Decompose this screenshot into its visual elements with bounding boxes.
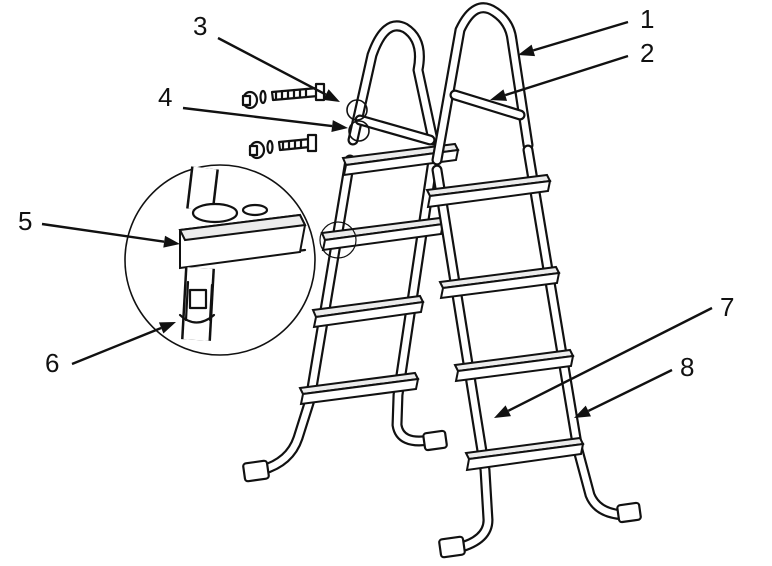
outside-step (298, 371, 420, 406)
callout-arrow-8 (574, 368, 673, 418)
callout-arrows (41, 20, 713, 418)
inside-top-crossbar (449, 89, 526, 121)
callout-2: 2 (640, 38, 654, 68)
inside-foot-cap-left (438, 535, 466, 559)
inside-step (453, 348, 575, 383)
callout-labels: 1 2 3 4 5 6 7 8 (18, 4, 734, 382)
outside-ladder (242, 20, 460, 483)
outside-ladder-left-rail (256, 20, 439, 476)
detail-magnifier (124, 164, 316, 356)
callout-5: 5 (18, 206, 32, 236)
callout-arrow-5 (41, 222, 180, 248)
outside-top-crossbar (354, 114, 436, 146)
outside-foot-cap-left (242, 459, 270, 483)
inside-step (425, 173, 552, 209)
bolt-hole-circle-lower (348, 120, 370, 142)
callout-arrow-3 (217, 36, 340, 102)
callout-3: 3 (193, 11, 207, 41)
callout-arrow-4 (182, 106, 348, 133)
callout-1: 1 (640, 4, 654, 34)
inside-ladder (425, 2, 642, 559)
outside-foot-cap-right (422, 429, 448, 452)
callout-7: 7 (720, 292, 734, 322)
bolt-hole-circle-upper (346, 99, 368, 121)
callout-8: 8 (680, 352, 694, 382)
inside-foot-cap-right (616, 501, 642, 524)
outside-step (341, 142, 460, 177)
inside-step (438, 265, 561, 300)
callout-4: 4 (158, 82, 172, 112)
inside-step (464, 436, 585, 472)
callout-arrow-6 (71, 322, 176, 366)
outside-step (311, 294, 425, 329)
bolt-assembly-lower (248, 133, 318, 160)
outside-step (320, 216, 445, 252)
callout-arrow-1 (518, 20, 629, 57)
callout-arrow-7 (494, 306, 713, 418)
callout-arrow-2 (490, 54, 629, 101)
callout-6: 6 (45, 348, 59, 378)
detail-reference-circle (319, 221, 357, 259)
